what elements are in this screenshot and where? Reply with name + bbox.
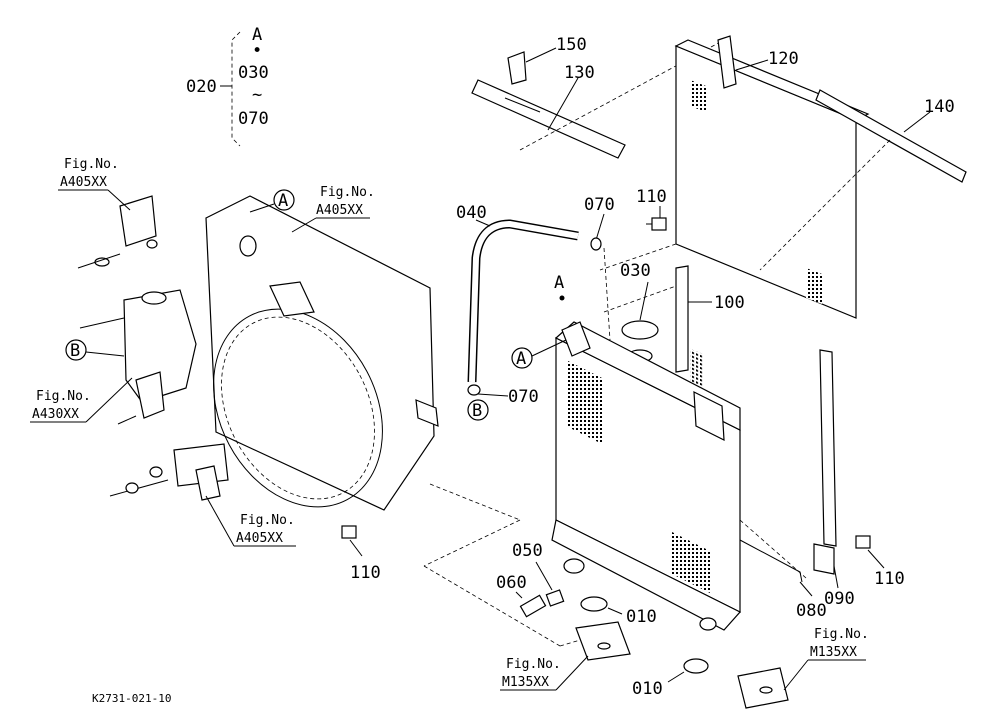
bolt-110-left: 110 bbox=[341, 525, 381, 583]
circle-b-left-text: B bbox=[70, 341, 80, 361]
hose-040: 040 070 070 bbox=[456, 195, 615, 407]
fig-code-m135-2: M135XX bbox=[810, 645, 857, 660]
bracket-090: 090 bbox=[813, 543, 855, 609]
point-a-label: A bbox=[554, 273, 564, 293]
fig-word-5: Fig.No. bbox=[506, 657, 561, 672]
circle-b-left: B bbox=[65, 339, 125, 361]
label-050: 050 bbox=[512, 541, 543, 561]
label-range-a: A bbox=[252, 25, 262, 45]
fig-ref-a430: Fig.No. A430XX bbox=[30, 377, 133, 423]
diagram-code: K2731-021-10 bbox=[92, 692, 171, 705]
radiator-core: A bbox=[551, 273, 741, 631]
fig-ref-m135-1: Fig.No. M135XX bbox=[500, 655, 589, 691]
bracket-140: 140 bbox=[759, 89, 967, 271]
stay-100: 100 bbox=[603, 265, 745, 373]
label-030: 030 bbox=[620, 261, 651, 281]
radiator-cap-030: 030 bbox=[620, 261, 659, 363]
stay-080: 080 bbox=[739, 349, 837, 621]
label-020: 020 bbox=[186, 77, 217, 97]
label-090: 090 bbox=[824, 589, 855, 609]
fig-ref-a405-1: Fig.No. A405XX bbox=[58, 157, 131, 211]
fig-code-a405-1: A405XX bbox=[60, 175, 107, 190]
reference-range-bracket: 020 A • 030 ~ 070 bbox=[186, 25, 269, 147]
label-range-tilde: ~ bbox=[252, 85, 262, 105]
label-010-mid: 010 bbox=[626, 607, 657, 627]
circle-a-mid-text: A bbox=[516, 349, 526, 369]
fig-word-6: Fig.No. bbox=[814, 627, 869, 642]
label-110-right: 110 bbox=[874, 569, 905, 589]
reserve-tank bbox=[123, 289, 197, 419]
label-range-from: 030 bbox=[238, 63, 269, 83]
label-070-top: 070 bbox=[584, 195, 615, 215]
fan-shroud-mount-bottom bbox=[109, 443, 229, 501]
label-120: 120 bbox=[768, 49, 799, 69]
circle-b-bottom-text: B bbox=[472, 401, 482, 421]
circle-b-bottom: B bbox=[467, 399, 489, 421]
label-070-bottom: 070 bbox=[508, 387, 539, 407]
bolt-110-top: 110 bbox=[636, 187, 667, 231]
label-100: 100 bbox=[714, 293, 745, 313]
fig-ref-a405-2: Fig.No. A405XX bbox=[291, 185, 375, 233]
fig-code-a405-2: A405XX bbox=[316, 203, 363, 218]
label-150: 150 bbox=[556, 35, 587, 55]
fig-word-1: Fig.No. bbox=[64, 157, 119, 172]
radiator-screen-120: 120 bbox=[599, 35, 870, 395]
plug-060: 060 bbox=[496, 573, 547, 618]
label-140: 140 bbox=[924, 97, 955, 117]
label-range-dot: • bbox=[252, 41, 262, 61]
cushion-010-mid: 010 bbox=[575, 596, 657, 661]
circle-a-mid: A bbox=[511, 339, 567, 369]
fig-ref-a405-3: Fig.No. A405XX bbox=[205, 495, 296, 547]
label-010-bottom: 010 bbox=[632, 679, 663, 699]
fig-code-m135-1: M135XX bbox=[502, 675, 549, 690]
label-110-top: 110 bbox=[636, 187, 667, 207]
fig-code-a405-3: A405XX bbox=[236, 531, 283, 546]
screen-bar-assembly: 150 130 bbox=[471, 35, 725, 159]
label-range-to: 070 bbox=[238, 109, 269, 129]
fig-word-4: Fig.No. bbox=[240, 513, 295, 528]
cushion-010-bottom: 010 bbox=[632, 658, 789, 709]
bolt-110-right: 110 bbox=[855, 535, 905, 589]
fig-ref-m135-2: Fig.No. M135XX bbox=[783, 627, 869, 691]
fig-word-2: Fig.No. bbox=[320, 185, 375, 200]
label-080: 080 bbox=[796, 601, 827, 621]
fan-shroud: A bbox=[205, 189, 581, 647]
drain-cock-050: 050 bbox=[512, 541, 565, 607]
fig-word-3: Fig.No. bbox=[36, 389, 91, 404]
fig-code-a430: A430XX bbox=[32, 407, 79, 422]
circle-a-top: A bbox=[278, 191, 288, 211]
label-040: 040 bbox=[456, 203, 487, 223]
label-110-left: 110 bbox=[350, 563, 381, 583]
label-060: 060 bbox=[496, 573, 527, 593]
screen-grille-top bbox=[690, 348, 704, 395]
label-130: 130 bbox=[564, 63, 595, 83]
